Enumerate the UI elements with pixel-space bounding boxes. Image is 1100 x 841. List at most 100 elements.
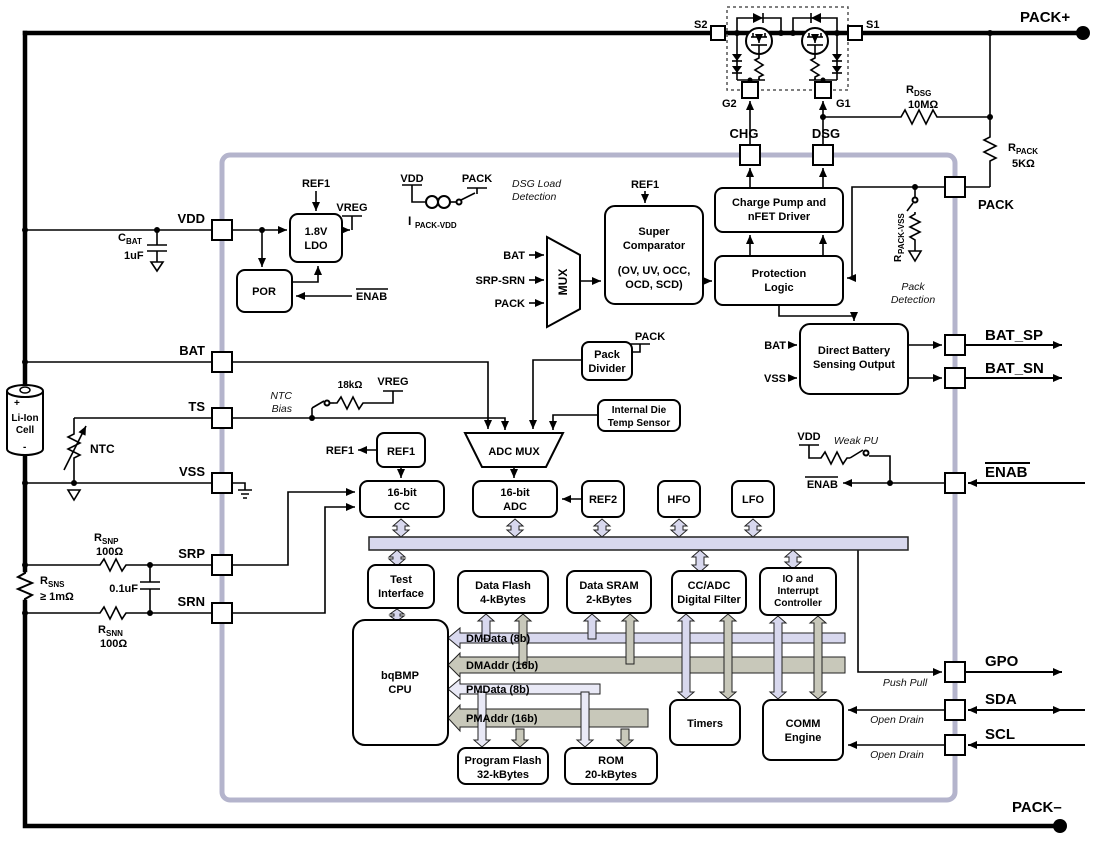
open-drain-scl-note: Open Drain (870, 749, 924, 761)
ref1-ldo-label: REF1 (302, 178, 330, 190)
svg-text:Timers: Timers (687, 718, 723, 730)
block-io-interrupt-controller: IO and Interrupt Controller (759, 567, 837, 616)
block-adc: 16-bit ADC (472, 480, 558, 518)
svg-text:Program Flash: Program Flash (464, 755, 541, 767)
svg-text:bqBMP: bqBMP (381, 670, 419, 682)
pack-minus-terminal (1053, 819, 1067, 833)
rpack-label: R (1008, 142, 1016, 154)
bus-connector (783, 549, 803, 570)
svg-text:Test: Test (390, 574, 412, 586)
g1-terminal (814, 81, 832, 99)
enab-por-label: ENAB (356, 291, 387, 303)
cbat-value: 1uF (124, 250, 144, 262)
rsnp-resistor-icon (97, 557, 129, 573)
sense-filter-cap-icon (140, 565, 160, 613)
bat-sp-pin (944, 334, 966, 356)
block-test-interface: Test Interface (367, 564, 435, 609)
svg-text:ADC MUX: ADC MUX (488, 446, 540, 458)
svg-text:Interrupt: Interrupt (777, 586, 819, 597)
dsg-load-detection-note-2: Detection (512, 191, 557, 203)
enab-por-label-group: ENAB (356, 288, 388, 303)
svg-text:nFET Driver: nFET Driver (748, 211, 811, 223)
zener-left-icon (732, 33, 742, 80)
dsg-load-detection-note-1: DSG Load (512, 178, 562, 190)
svg-text:Protection: Protection (752, 268, 807, 280)
svg-text:Super: Super (638, 226, 670, 238)
vreg-ldo-label: VREG (336, 202, 367, 214)
block-rom: ROM 20-kBytes (564, 747, 658, 785)
rdsg-value: 10MΩ (908, 99, 938, 111)
body-diode-right-icon (811, 13, 821, 23)
svg-text:POR: POR (252, 286, 276, 298)
vss-ground-icon (232, 482, 252, 499)
pack-minus-label: PACK– (1012, 799, 1062, 816)
block-ref1: REF1 (376, 432, 426, 468)
enab-pin (944, 472, 966, 494)
dbso-vss-label: VSS (764, 373, 786, 385)
block-cpu: bqBMP CPU (352, 619, 449, 746)
internal-wires (232, 101, 945, 749)
rpack-value: 5KΩ (1012, 158, 1035, 170)
bus-connector (476, 613, 496, 640)
dsg-load-detection-circuit (402, 184, 487, 209)
li-ion-cell: + Li-Ion Cell - (6, 384, 44, 456)
block-lfo: LFO (731, 480, 775, 518)
srp-pin-label: SRP (178, 546, 205, 561)
mux-pack-label: PACK (495, 298, 525, 310)
svg-text:Digital Filter: Digital Filter (677, 594, 741, 606)
rsns-resistor-icon (15, 570, 35, 602)
vdd-dsgload-label: VDD (400, 173, 423, 185)
bus-connector (592, 518, 612, 538)
pack-plus-terminal (1076, 26, 1090, 40)
ipack-vdd-label: I (408, 214, 411, 228)
rpack-vss-label-group: R PACK-VSS (893, 213, 906, 262)
dmaddr-bus (447, 651, 846, 679)
fet-dashed-outline (726, 6, 849, 91)
system-buses: DMData (8b) DMAddr (16b) PMData (8b) PMA… (368, 518, 909, 748)
body-diode-left-icon (753, 13, 763, 23)
fet-pair: S2 S1 G2 G1 (694, 6, 879, 110)
svg-text:Charge Pump and: Charge Pump and (732, 197, 826, 209)
main-bus-bar (368, 536, 909, 551)
svg-text:REF1: REF1 (387, 446, 415, 458)
svg-text:Sensing Output: Sensing Output (813, 359, 895, 371)
bus-connector (472, 691, 492, 748)
svg-text:2-kBytes: 2-kBytes (586, 594, 632, 606)
cell-name-1: Li-Ion (11, 413, 38, 424)
weak-pullup-circuit (799, 444, 891, 483)
svg-text:PACK-VDD: PACK-VDD (415, 221, 457, 230)
block-hfo: HFO (657, 480, 701, 518)
svg-text:DSG: DSG (914, 89, 931, 98)
sda-label: SDA (985, 691, 1017, 708)
svg-text:COMM: COMM (786, 718, 821, 730)
srn-pin (211, 602, 233, 624)
svg-text:Divider: Divider (588, 363, 626, 375)
signal-labels: REF1 VREG ENAB REF1 VDD PACK I PACK-VDD … (270, 173, 935, 761)
bus-connector (513, 613, 533, 665)
svg-text:16-bit: 16-bit (387, 487, 417, 499)
battery-externals: C BAT 1uF + Li-Ion Cell - NTC R SNS ≥ 1m… (6, 227, 212, 650)
pmaddr-bus-label: PMAddr (16b) (466, 713, 538, 725)
r18k-label: 18kΩ (338, 380, 363, 391)
cell-plus: + (14, 398, 20, 409)
enab-label: ENAB (985, 464, 1028, 481)
mux-bat-label: BAT (503, 250, 525, 262)
bat-pin (211, 351, 233, 373)
gpo-label: GPO (985, 653, 1019, 670)
block-super-comparator: Super Comparator (OV, UV, OCC, OCD, SCD) (604, 205, 704, 305)
block-ref2: REF2 (581, 480, 625, 518)
rsnn-resistor-icon (97, 605, 129, 621)
svg-text:Comparator: Comparator (623, 240, 686, 252)
rpack-resistor-icon (982, 135, 998, 163)
bus-connector (387, 549, 407, 567)
dmdata-bus (447, 626, 846, 650)
svg-text:Pack: Pack (594, 349, 621, 361)
bus-connector (620, 613, 640, 665)
g2-terminal (741, 81, 759, 99)
bus-connector (615, 728, 635, 748)
cbat-capacitor-icon (147, 230, 167, 273)
scl-pin (944, 734, 966, 756)
rsnp-value: 100Ω (96, 546, 123, 558)
svg-text:IO and: IO and (782, 574, 813, 585)
